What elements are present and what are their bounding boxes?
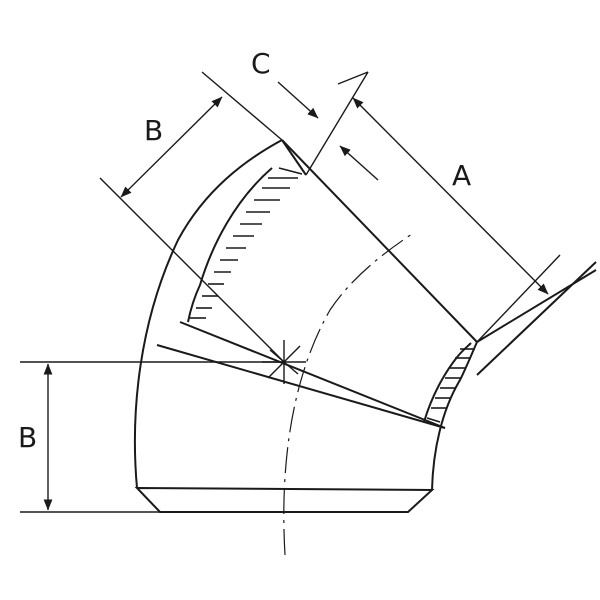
dim-a-ext-1 <box>337 71 369 85</box>
dim-c-arrow-2 <box>339 145 379 181</box>
bottom-flange <box>134 486 435 513</box>
end-bevel-top <box>281 139 307 176</box>
dimension-lines <box>20 71 561 513</box>
inner-arc <box>431 341 478 491</box>
label-b-left: B <box>18 421 37 454</box>
wall-section-right <box>423 342 475 423</box>
elbow-outline <box>133 139 597 513</box>
dim-a-line <box>352 97 549 295</box>
dim-b-top-ext-2 <box>201 71 283 141</box>
top-end-face <box>281 139 478 343</box>
dimension-labels: C B A B <box>18 47 471 454</box>
wall-section-left <box>187 167 303 323</box>
dim-b-top-ext-1 <box>99 177 285 363</box>
dim-c-arrow-1 <box>277 81 319 119</box>
dim-a-ext-1b <box>305 71 369 176</box>
section-line-lower <box>156 344 446 429</box>
dim-b-top-line <box>120 96 223 198</box>
center-arc <box>283 231 416 556</box>
pipe-extension-inner <box>476 261 597 376</box>
center-lines <box>262 231 416 556</box>
label-b-top: B <box>144 114 163 147</box>
outer-arc <box>133 139 283 489</box>
label-a: A <box>452 159 471 192</box>
pipe-extension-outer <box>476 269 597 343</box>
section-line-upper <box>179 321 446 429</box>
label-c: C <box>251 47 271 80</box>
